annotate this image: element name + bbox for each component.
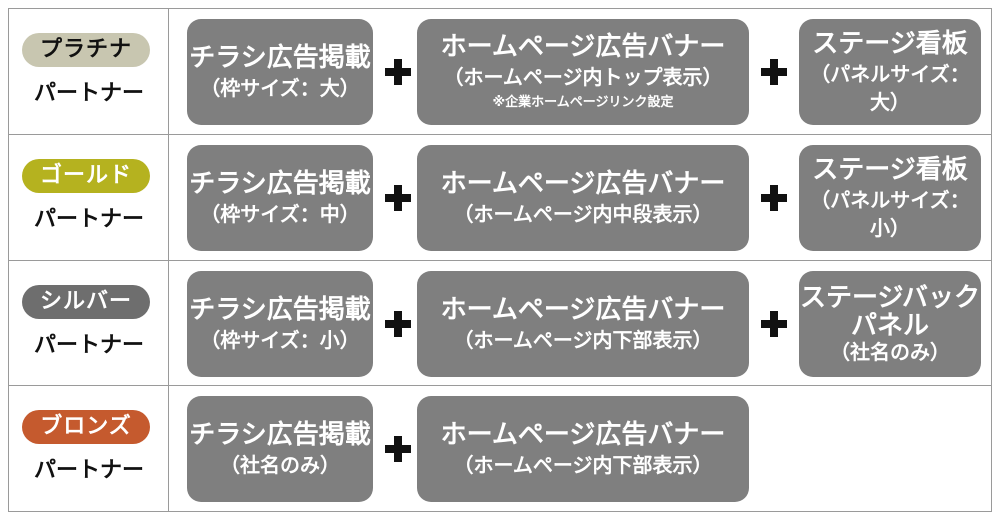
web-banner-box: ホームページ広告バナー （ホームページ内下部表示） [417,396,749,502]
flyer-ad-title: チラシ広告掲載 [189,43,371,73]
tier-row-bronze: ブロンズ パートナー チラシ広告掲載 （社名のみ） ホームページ広告バナー （ホ… [9,385,991,511]
plus-icon [385,436,411,462]
tier-badge-silver: シルバー [22,285,150,319]
web-banner-position: （ホームページ内下部表示） [453,453,713,477]
flyer-ad-box: チラシ広告掲載 （社名のみ） [187,396,373,502]
stage-sign-size: （パネルサイズ：小） [810,188,970,240]
flyer-ad-size: （枠サイズ：中） [200,202,360,226]
tier-subtitle: パートナー [33,81,144,106]
web-banner-title: ホームページ広告バナー [440,32,726,62]
tier-label-cell: ブロンズ パートナー [9,386,169,511]
tier-badge-bronze: ブロンズ [22,410,150,444]
plus-icon [761,311,787,337]
stage-sign-title: ステージバック [800,283,980,313]
flyer-ad-title: チラシ広告掲載 [189,420,371,450]
flyer-ad-box: チラシ広告掲載 （枠サイズ：中） [187,145,373,251]
stage-sign-title: ステージ看板 [812,29,968,59]
flyer-ad-size: （社名のみ） [220,453,340,477]
tier-row-silver: シルバー パートナー チラシ広告掲載 （枠サイズ：小） ホームページ広告バナー … [9,260,991,385]
tier-subtitle: パートナー [33,333,144,358]
web-banner-box: ホームページ広告バナー （ホームページ内中段表示） [417,145,749,251]
flyer-ad-box: チラシ広告掲載 （枠サイズ：小） [187,271,373,377]
tier-badge-platinum: プラチナ [22,33,150,67]
tier-label-cell: プラチナ パートナー [9,9,169,134]
flyer-ad-size: （枠サイズ：小） [200,328,360,352]
stage-sign-title-line2: パネル [850,311,929,341]
tier-row-platinum: プラチナ パートナー チラシ広告掲載 （枠サイズ：大） ホームページ広告バナー … [9,9,991,134]
stage-sign-box: ステージバック パネル （社名のみ） [799,271,981,377]
web-banner-title: ホームページ広告バナー [440,420,726,450]
plus-icon [385,59,411,85]
tier-label-cell: シルバー パートナー [9,261,169,385]
web-banner-box: ホームページ広告バナー （ホームページ内下部表示） [417,271,749,377]
tier-row-gold: ゴールド パートナー チラシ広告掲載 （枠サイズ：中） ホームページ広告バナー … [9,134,991,260]
partner-plan-table: プラチナ パートナー チラシ広告掲載 （枠サイズ：大） ホームページ広告バナー … [8,8,992,512]
web-banner-position: （ホームページ内中段表示） [453,202,713,226]
stage-sign-size: （パネルサイズ：大） [810,62,970,114]
tier-subtitle: パートナー [33,458,144,483]
web-banner-title: ホームページ広告バナー [440,169,726,199]
stage-sign-box: ステージ看板 （パネルサイズ：大） [799,19,981,125]
web-banner-title: ホームページ広告バナー [440,295,726,325]
tier-subtitle: パートナー [33,207,144,232]
stage-sign-box: ステージ看板 （パネルサイズ：小） [799,145,981,251]
tier-badge-gold: ゴールド [22,159,150,193]
flyer-ad-box: チラシ広告掲載 （枠サイズ：大） [187,19,373,125]
stage-sign-size: （社名のみ） [830,340,950,364]
web-banner-note: ※企業ホームページリンク設定 [492,95,674,110]
plus-icon [385,311,411,337]
plus-icon [761,59,787,85]
flyer-ad-title: チラシ広告掲載 [189,169,371,199]
web-banner-box: ホームページ広告バナー （ホームページ内トップ表示） ※企業ホームページリンク設… [417,19,749,125]
web-banner-position: （ホームページ内下部表示） [453,328,713,352]
flyer-ad-size: （枠サイズ：大） [200,76,360,100]
plus-icon [385,185,411,211]
web-banner-position: （ホームページ内トップ表示） [443,65,723,89]
tier-label-cell: ゴールド パートナー [9,135,169,260]
plus-icon [761,185,787,211]
flyer-ad-title: チラシ広告掲載 [189,295,371,325]
stage-sign-title: ステージ看板 [812,155,968,185]
